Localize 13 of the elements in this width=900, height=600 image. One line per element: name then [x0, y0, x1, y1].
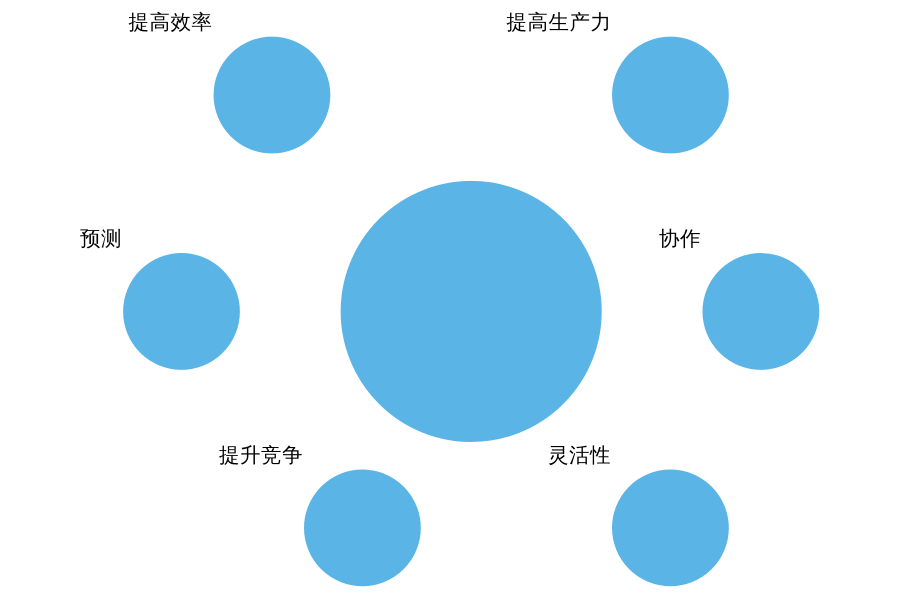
node-label: 提升竞争: [219, 442, 304, 467]
node-circle: [338, 178, 604, 444]
node-label: 预测: [80, 226, 122, 250]
node-circle: [700, 250, 822, 372]
node-circle: [211, 34, 333, 156]
node-circle: [610, 34, 732, 156]
node-circle: [610, 467, 732, 589]
node-circle: [120, 250, 242, 372]
node-label: 灵活性: [548, 442, 611, 467]
node-label: 提高效率: [128, 10, 213, 34]
node-label: 提高生产力: [506, 10, 612, 34]
node-circle: [302, 467, 424, 589]
node-label: 协作: [659, 226, 702, 250]
